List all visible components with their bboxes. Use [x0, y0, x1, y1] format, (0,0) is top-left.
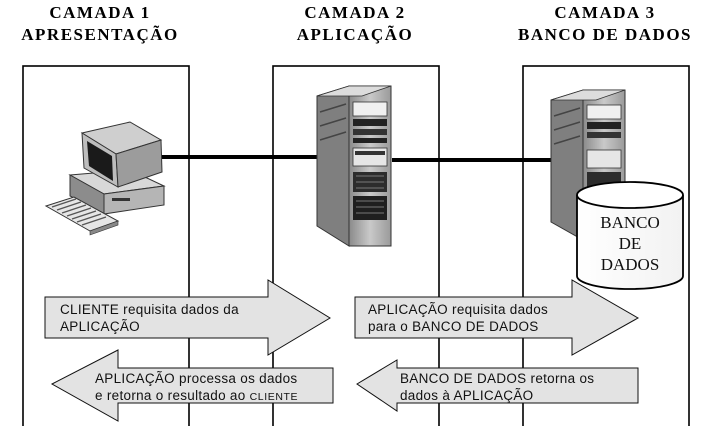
app-to-client-arrow: [50, 349, 334, 422]
layer-2-title: CAMADA 2 APLICAÇÃO: [255, 2, 455, 46]
client-request-line-2: APLICAÇÃO: [60, 319, 140, 334]
layer-3-title: CAMADA 3 BANCO DE DADOS: [505, 2, 705, 46]
db-response-line-2: dados à APLICAÇÃO: [400, 388, 534, 403]
db-response-line-1: BANCO DE DADOS retorna os: [400, 371, 595, 386]
app-response-line-2: e retorna o resultado ao CLIENTE: [95, 387, 298, 406]
layer-3-column: [522, 65, 690, 426]
layer-1-column: [22, 65, 190, 426]
layer-1-number: CAMADA 1: [49, 3, 151, 22]
client-computer-icon: [44, 121, 166, 236]
database-cylinder-icon: [576, 181, 684, 290]
client-request-line-1: CLIENTE requisita dados da: [60, 302, 239, 317]
app-request-line-2: para o BANCO DE DADOS: [368, 319, 539, 334]
layer-2-number: CAMADA 2: [304, 3, 406, 22]
layer-3-number: CAMADA 3: [554, 3, 656, 22]
app-response-line-1: APLICAÇÃO processa os dados: [95, 371, 298, 386]
database-label: BANCO DE DADOS: [586, 212, 674, 275]
app-response-line-2-client: CLIENTE: [249, 391, 299, 403]
layer-1-title: CAMADA 1 APRESENTAÇÃO: [0, 2, 200, 46]
client-request-text: CLIENTE requisita dados da APLICAÇÃO: [60, 301, 239, 335]
client-to-app-arrow: [44, 279, 331, 356]
app-to-db-arrow: [354, 279, 640, 356]
layer-1-name: APRESENTAÇÃO: [21, 25, 179, 44]
application-server-icon: [316, 85, 392, 247]
layer-2-column: [272, 65, 440, 426]
db-to-app-arrow: [356, 359, 639, 412]
db-response-text: BANCO DE DADOS retorna os dados à APLICA…: [400, 370, 594, 404]
app-request-text: APLICAÇÃO requisita dados para o BANCO D…: [368, 301, 548, 335]
layer-3-name: BANCO DE DADOS: [517, 25, 693, 44]
app-request-line-1: APLICAÇÃO requisita dados: [368, 302, 549, 317]
database-label-line-1: BANCO: [600, 213, 660, 232]
layer-2-name: APLICAÇÃO: [296, 25, 414, 44]
database-server-icon: [550, 89, 626, 241]
database-label-line-3: DADOS: [600, 255, 660, 274]
app-response-line-2-main: e retorna o resultado ao: [95, 388, 250, 403]
app-response-text: APLICAÇÃO processa os dados e retorna o …: [95, 370, 298, 406]
database-label-line-2: DE: [618, 234, 642, 253]
